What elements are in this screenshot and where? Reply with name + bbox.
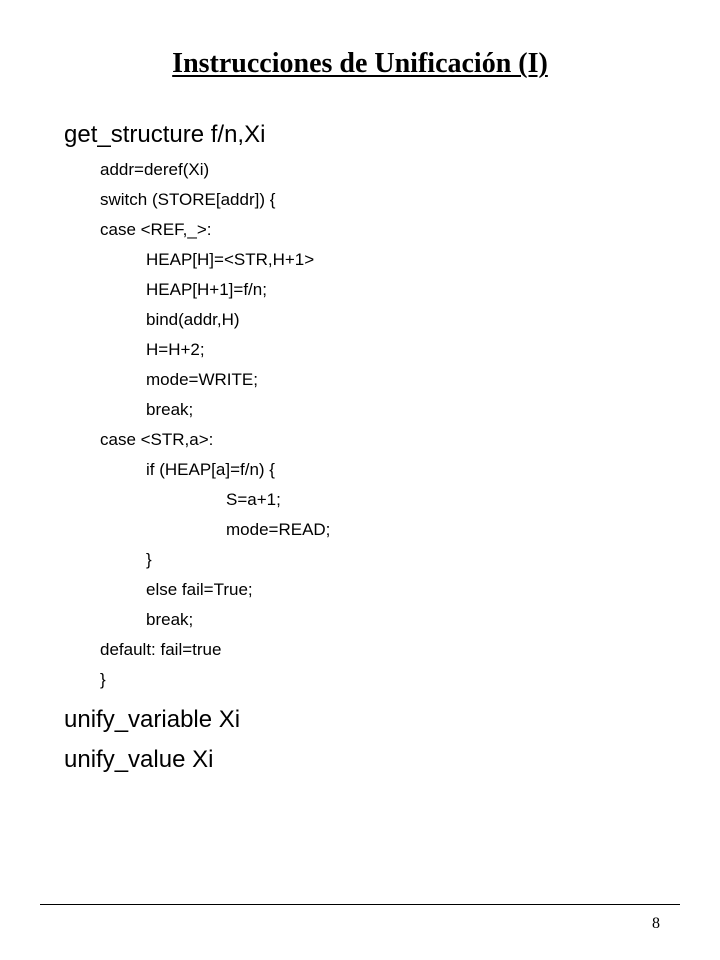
code-line-unify-value: unify_value Xi: [64, 746, 214, 773]
code-line-close-if: }: [146, 550, 152, 569]
code-line-close-switch: }: [100, 670, 106, 689]
code-line-heap-h1: HEAP[H+1]=f/n;: [146, 280, 267, 299]
code-line-get-structure: get_structure f/n,Xi: [64, 121, 266, 148]
code-line-case-ref: case <REF,_>:: [100, 220, 212, 239]
code-line-mode-read: mode=READ;: [226, 520, 331, 539]
page-number: 8: [652, 915, 660, 932]
code-line-case-str: case <STR,a>:: [100, 430, 214, 449]
code-line-bind: bind(addr,H): [146, 310, 240, 329]
slide-content: get_structure f/n,Xi addr=deref(Xi) swit…: [64, 121, 331, 773]
code-line-h-increment: H=H+2;: [146, 340, 205, 359]
code-line-s-assign: S=a+1;: [226, 490, 281, 509]
slide-title: Instrucciones de Unificación (I): [172, 48, 548, 79]
code-line-if-heap: if (HEAP[a]=f/n) {: [146, 460, 275, 479]
code-line-else-fail: else fail=True;: [146, 580, 253, 599]
code-line-default: default: fail=true: [100, 640, 222, 659]
code-line-break-2: break;: [146, 610, 194, 629]
code-line-break-1: break;: [146, 400, 194, 419]
code-line-heap-h: HEAP[H]=<STR,H+1>: [146, 250, 315, 269]
code-line-unify-variable: unify_variable Xi: [64, 706, 241, 733]
code-line-mode-write: mode=WRITE;: [146, 370, 258, 389]
code-line-addr-deref: addr=deref(Xi): [100, 160, 210, 179]
code-line-switch: switch (STORE[addr]) {: [100, 190, 276, 209]
footer-divider: [40, 904, 680, 905]
